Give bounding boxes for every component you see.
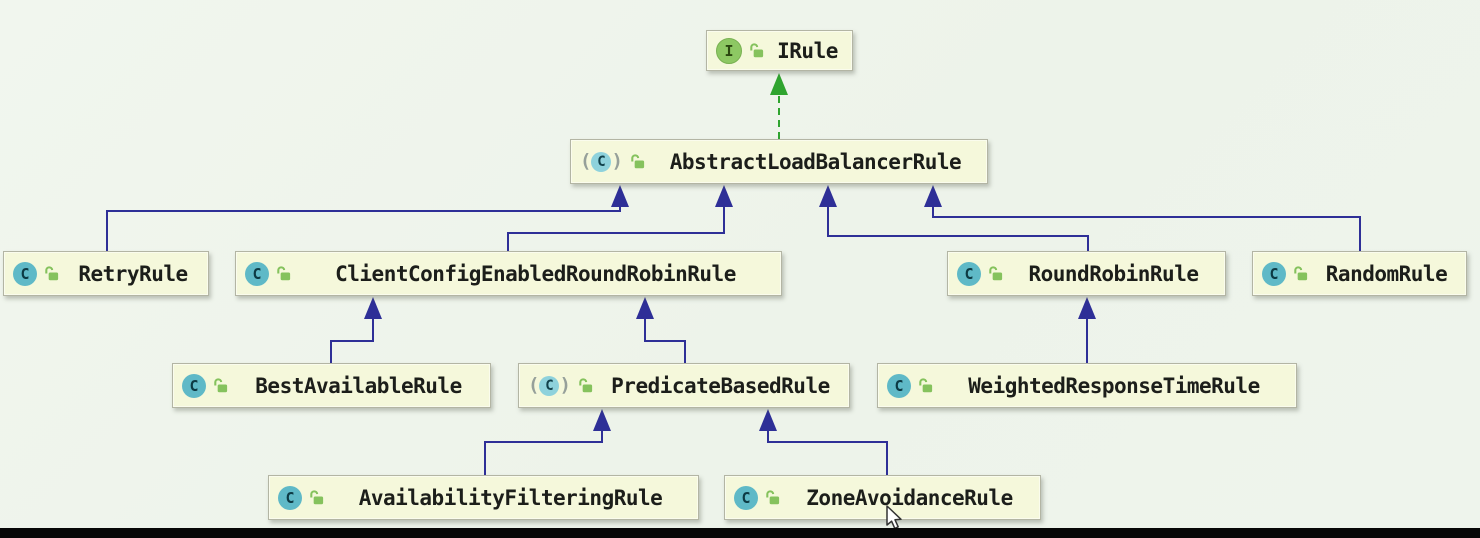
abstract-icon: C bbox=[591, 151, 612, 172]
public-visibility-lock-icon bbox=[1292, 265, 1309, 282]
node-icons: C bbox=[245, 261, 292, 286]
kind-badge-wrap: C bbox=[734, 485, 758, 510]
kind-badge-wrap: C bbox=[278, 485, 302, 510]
class-node-ClientConfigEnabledRoundRobinRule[interactable]: C ClientConfigEnabledRoundRobinRule bbox=[235, 251, 782, 296]
kind-badge-wrap: C bbox=[182, 373, 206, 398]
kind-badge-wrap: I bbox=[716, 37, 742, 64]
class-name-label: RoundRobinRule bbox=[1028, 261, 1199, 286]
abstract-paren: ) bbox=[611, 150, 623, 172]
class-node-RandomRule[interactable]: C RandomRule bbox=[1252, 251, 1467, 296]
node-icons: I bbox=[716, 37, 765, 64]
class-name-label: PredicateBasedRule bbox=[611, 373, 830, 398]
class-icon: C bbox=[957, 261, 981, 286]
node-icons: C bbox=[1262, 261, 1309, 286]
arrowhead-extends-RoundRobinRule bbox=[1078, 297, 1096, 319]
arrowhead-extends-ClientConfigEnabledRoundRobinRule bbox=[636, 297, 654, 319]
node-icons: C bbox=[182, 373, 229, 398]
edge-extends-PredicateBasedRule-to-ClientConfigEnabledRoundRobinRule bbox=[644, 319, 686, 363]
node-icons: C bbox=[278, 485, 325, 510]
public-visibility-lock-icon bbox=[917, 377, 934, 394]
node-icons: ( C ) bbox=[528, 374, 594, 396]
class-name-label: AbstractLoadBalancerRule bbox=[669, 149, 962, 174]
public-visibility-lock-icon bbox=[212, 377, 229, 394]
class-icon: C bbox=[887, 373, 911, 398]
arrowhead-extends-AbstractLoadBalancerRule bbox=[715, 185, 733, 207]
class-name-label: ZoneAvoidanceRule bbox=[806, 485, 1013, 510]
edge-extends-ClientConfigEnabledRoundRobinRule-to-AbstractLoadBalancerRule bbox=[507, 207, 725, 251]
class-node-AvailabilityFilteringRule[interactable]: C AvailabilityFilteringRule bbox=[268, 475, 699, 520]
kind-badge-wrap: C bbox=[13, 261, 37, 286]
public-visibility-lock-icon bbox=[308, 489, 325, 506]
class-node-RoundRobinRule[interactable]: C RoundRobinRule bbox=[947, 251, 1226, 296]
class-name-label: RetryRule bbox=[78, 261, 188, 286]
kind-badge-wrap: C bbox=[1262, 261, 1286, 286]
class-icon: C bbox=[13, 261, 37, 286]
class-icon: C bbox=[1262, 261, 1286, 286]
public-visibility-lock-icon bbox=[987, 265, 1004, 282]
arrowhead-extends-AbstractLoadBalancerRule bbox=[924, 185, 942, 207]
public-visibility-lock-icon bbox=[748, 42, 765, 59]
class-name-label: AvailabilityFilteringRule bbox=[358, 485, 663, 510]
class-node-PredicateBasedRule[interactable]: ( C ) PredicateBasedRule bbox=[518, 363, 850, 408]
class-icon: C bbox=[245, 261, 269, 286]
class-name-label: BestAvailableRule bbox=[255, 373, 462, 398]
public-visibility-lock-icon bbox=[43, 265, 60, 282]
abstract-paren: ) bbox=[559, 374, 571, 396]
arrowhead-extends-AbstractLoadBalancerRule bbox=[819, 185, 837, 207]
abstract-paren: ( bbox=[580, 150, 592, 172]
node-icons: ( C ) bbox=[580, 150, 646, 172]
kind-badge-wrap: C bbox=[887, 373, 911, 398]
class-node-ZoneAvoidanceRule[interactable]: C ZoneAvoidanceRule bbox=[724, 475, 1041, 520]
edge-extends-AvailabilityFilteringRule-to-PredicateBasedRule bbox=[484, 431, 603, 475]
public-visibility-lock-icon bbox=[764, 489, 781, 506]
arrowhead-implements-IRule bbox=[770, 73, 788, 95]
abstract-paren: ( bbox=[528, 374, 540, 396]
class-node-RetryRule[interactable]: C RetryRule bbox=[3, 251, 209, 296]
kind-badge-wrap: C bbox=[957, 261, 981, 286]
arrowhead-extends-PredicateBasedRule bbox=[593, 409, 611, 431]
kind-badge-wrap: ( C ) bbox=[580, 150, 623, 172]
edge-extends-ZoneAvoidanceRule-to-PredicateBasedRule bbox=[767, 431, 888, 475]
edge-extends-BestAvailableRule-to-ClientConfigEnabledRoundRobinRule bbox=[330, 319, 374, 363]
arrowhead-extends-AbstractLoadBalancerRule bbox=[611, 185, 629, 207]
abstract-icon: C bbox=[539, 375, 560, 396]
public-visibility-lock-icon bbox=[629, 153, 646, 170]
class-icon: C bbox=[278, 485, 302, 510]
edge-extends-RetryRule-to-AbstractLoadBalancerRule bbox=[106, 207, 621, 251]
class-name-label: RandomRule bbox=[1325, 261, 1448, 286]
mouse-cursor-icon bbox=[886, 505, 902, 530]
class-icon: C bbox=[182, 373, 206, 398]
edge-extends-RandomRule-to-AbstractLoadBalancerRule bbox=[932, 207, 1361, 251]
interface-icon: I bbox=[716, 37, 742, 64]
node-icons: C bbox=[957, 261, 1004, 286]
class-node-AbstractLoadBalancerRule[interactable]: ( C ) AbstractLoadBalancerRule bbox=[570, 139, 988, 184]
kind-badge-wrap: C bbox=[245, 261, 269, 286]
edge-extends-RoundRobinRule-to-AbstractLoadBalancerRule bbox=[827, 207, 1089, 251]
class-icon: C bbox=[734, 485, 758, 510]
kind-badge-wrap: ( C ) bbox=[528, 374, 571, 396]
node-icons: C bbox=[734, 485, 781, 510]
class-name-label: IRule bbox=[777, 38, 838, 63]
class-node-WeightedResponseTimeRule[interactable]: C WeightedResponseTimeRule bbox=[877, 363, 1297, 408]
public-visibility-lock-icon bbox=[577, 377, 594, 394]
public-visibility-lock-icon bbox=[275, 265, 292, 282]
interface-node-IRule[interactable]: I IRule bbox=[706, 30, 853, 71]
class-node-BestAvailableRule[interactable]: C BestAvailableRule bbox=[172, 363, 491, 408]
arrowhead-extends-ClientConfigEnabledRoundRobinRule bbox=[364, 297, 382, 319]
bottom-black-bar bbox=[0, 528, 1480, 538]
node-icons: C bbox=[13, 261, 60, 286]
arrowhead-extends-PredicateBasedRule bbox=[759, 409, 777, 431]
node-icons: C bbox=[887, 373, 934, 398]
class-name-label: WeightedResponseTimeRule bbox=[968, 373, 1260, 398]
class-name-label: ClientConfigEnabledRoundRobinRule bbox=[335, 261, 736, 286]
